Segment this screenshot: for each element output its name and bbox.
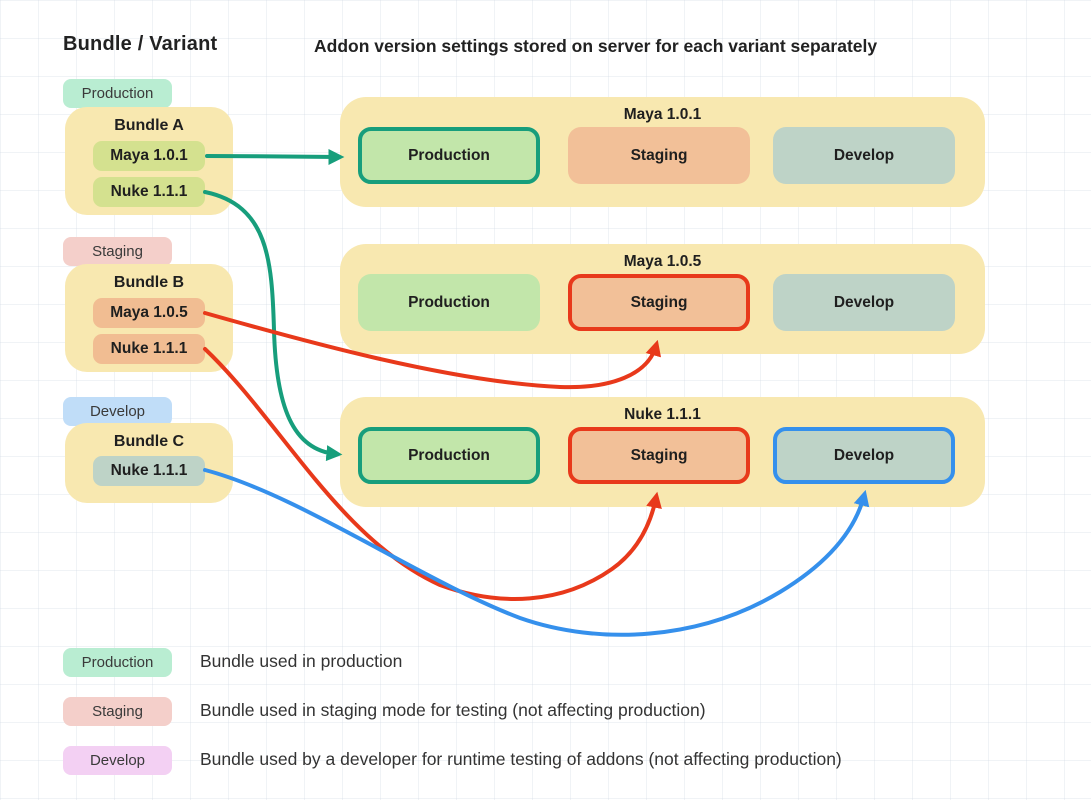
bundle-c-item-nuke: Nuke 1.1.1 — [93, 456, 205, 486]
variant-card-maya-105: Maya 1.0.5 Production Staging Develop — [340, 244, 985, 354]
page-title: Addon version settings stored on server … — [314, 36, 878, 56]
maya-101-staging-slot: Staging — [568, 127, 750, 184]
maya-101-production-slot: Production — [358, 127, 540, 184]
legend-develop-description: Bundle used by a developer for runtime t… — [200, 749, 842, 769]
nuke-111-staging-slot: Staging — [568, 427, 750, 484]
bundle-b-item-maya: Maya 1.0.5 — [93, 298, 205, 328]
bundle-b-card: Bundle B Maya 1.0.5 Nuke 1.1.1 — [65, 264, 233, 372]
bundle-variant-heading: Bundle / Variant — [63, 33, 218, 55]
maya-105-develop-slot: Develop — [773, 274, 955, 331]
maya-105-staging-slot: Staging — [568, 274, 750, 331]
nuke-111-production-slot: Production — [358, 427, 540, 484]
maya-101-develop-slot: Develop — [773, 127, 955, 184]
legend-tag-staging-label: Staging — [92, 703, 143, 720]
bundle-a-card: Bundle A Maya 1.0.1 Nuke 1.1.1 — [65, 107, 233, 215]
bundle-c-card: Bundle C Nuke 1.1.1 — [65, 423, 233, 503]
tag-staging-label: Staging — [92, 243, 143, 260]
bundle-a-title: Bundle A — [114, 117, 184, 134]
legend-tag-develop: Develop — [63, 746, 172, 775]
tag-production-label: Production — [81, 85, 154, 102]
tag-develop: Develop — [63, 397, 172, 426]
legend-tag-develop-label: Develop — [89, 752, 146, 769]
tag-develop-label: Develop — [89, 403, 146, 420]
variant-card-nuke-111: Nuke 1.1.1 Production Staging Develop — [340, 397, 985, 507]
bundle-b-title: Bundle B — [113, 274, 185, 291]
maya-105-production-slot: Production — [358, 274, 540, 331]
variant-maya-101-title: Maya 1.0.1 — [623, 106, 702, 123]
legend-tag-production: Production — [63, 648, 172, 677]
bundle-a-item-nuke: Nuke 1.1.1 — [93, 177, 205, 207]
tag-staging: Staging — [63, 237, 172, 266]
legend-production-description: Bundle used in production — [200, 651, 403, 671]
legend-tag-production-label: Production — [81, 654, 154, 671]
nuke-111-develop-slot: Develop — [773, 427, 955, 484]
legend-staging-description: Bundle used in staging mode for testing … — [200, 700, 706, 720]
bundle-b-item-nuke: Nuke 1.1.1 — [93, 334, 205, 364]
variant-maya-105-title: Maya 1.0.5 — [623, 253, 702, 270]
bundle-a-item-maya: Maya 1.0.1 — [93, 141, 205, 171]
variant-card-maya-101: Maya 1.0.1 Production Staging Develop — [340, 97, 985, 207]
variant-nuke-111-title: Nuke 1.1.1 — [624, 406, 701, 423]
tag-production: Production — [63, 79, 172, 108]
bundle-c-title: Bundle C — [113, 433, 185, 450]
legend-tag-staging: Staging — [63, 697, 172, 726]
